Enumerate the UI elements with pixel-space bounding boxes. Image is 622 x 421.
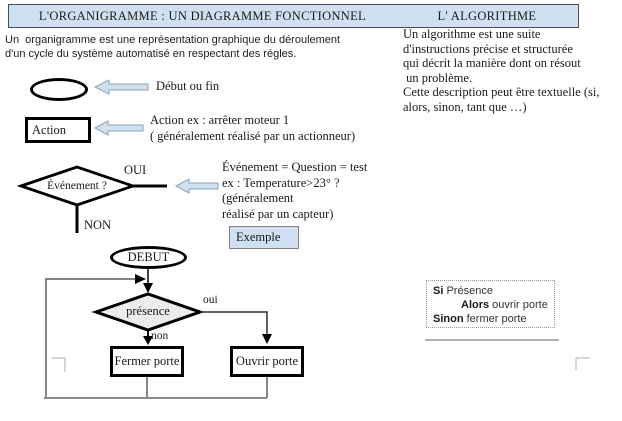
event-label: Événement ? — [47, 180, 107, 192]
oui-branch-label: oui — [203, 294, 218, 306]
arrowhead-down — [143, 283, 153, 293]
pseudocode-si-rest: Présence — [443, 285, 493, 297]
event-desc: Événement = Question = test ex : Tempera… — [222, 160, 368, 221]
action-box-label: Action — [32, 122, 67, 137]
pseudocode-sinon-rest: fermer porte — [463, 313, 527, 325]
debut-ellipse: DEBUT — [110, 246, 187, 269]
keyword-si: Si — [433, 285, 444, 297]
pseudocode-line-si: Si Présence — [433, 284, 554, 298]
keyword-sinon: Sinon — [433, 313, 464, 325]
oui-label: OUI — [124, 163, 147, 177]
fermer-porte-box: Fermer porte — [110, 346, 184, 377]
title-organigramme: L'ORGANIGRAMME : UN DIAGRAMME FONCTIONNE… — [38, 8, 366, 23]
non-label: NON — [84, 218, 112, 232]
pseudocode-line-sinon: Sinon fermer porte — [433, 312, 554, 326]
left-arrow-icon — [93, 120, 144, 136]
title-algorithme: L' ALGORITHME — [437, 8, 537, 23]
ouvrir-porte-box: Ouvrir porte — [230, 346, 304, 377]
intro-organigramme-text: Un organigramme est une représentation g… — [5, 34, 341, 60]
left-arrow-icon — [174, 178, 219, 194]
start-end-label: Début ou fin — [156, 79, 220, 93]
keyword-alors: Alors — [461, 299, 490, 311]
action-desc: Action ex : arrêter moteur 1 ( généralem… — [150, 113, 356, 143]
left-arrow-icon — [93, 79, 149, 95]
exemple-button[interactable]: Exemple — [229, 226, 299, 249]
pseudocode-alors-rest: ouvrir porte — [489, 299, 548, 311]
presence-label: présence — [126, 304, 170, 318]
arrowhead-down — [262, 334, 272, 344]
non-branch-label: non — [151, 330, 169, 342]
header-bar: L'ORGANIGRAMME : UN DIAGRAMME FONCTIONNE… — [8, 4, 579, 28]
action-box: Action — [25, 117, 91, 143]
algorithm-pseudocode-box: Si Présence Alors ouvrir porte Sinon fer… — [426, 280, 555, 328]
corner-mark-icon — [52, 357, 66, 372]
pseudocode-line-alors: Alors ouvrir porte — [433, 298, 554, 312]
ouvrir-porte-label: Ouvrir porte — [235, 354, 299, 368]
fermer-porte-label: Fermer porte — [114, 354, 180, 368]
intro-algorithme-text: Un algorithme est une suite d'instructio… — [403, 27, 600, 114]
oui-branch-line — [200, 311, 268, 335]
debut-label: DEBUT — [127, 250, 170, 264]
corner-mark-icon — [575, 357, 590, 370]
feedback-loop-line — [45, 278, 135, 398]
start-end-ellipse — [30, 78, 88, 101]
arrowhead-right — [135, 274, 146, 284]
